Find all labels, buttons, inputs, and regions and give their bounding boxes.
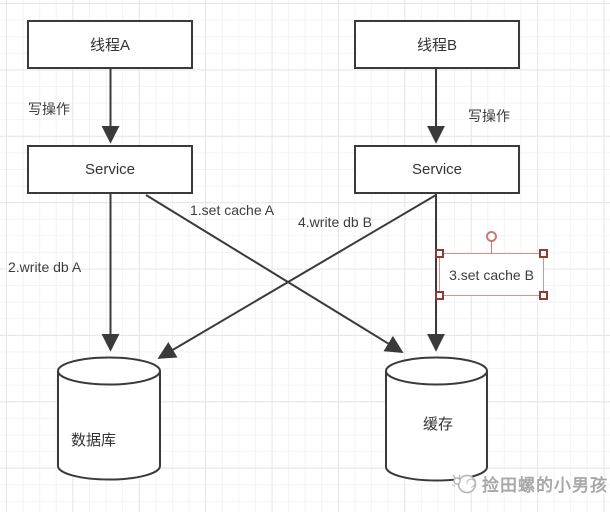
watermark: 捡田螺的小男孩 — [450, 468, 608, 498]
edge-label-set-cache-b[interactable]: 3.set cache B — [449, 266, 534, 283]
shape-database-cylinder[interactable] — [57, 356, 161, 481]
snail-icon — [451, 474, 477, 494]
selection-handle-nw[interactable] — [435, 249, 444, 258]
edge-label-write-op-left[interactable]: 写操作 — [28, 101, 70, 117]
watermark-text: 捡田螺的小男孩 — [482, 475, 608, 495]
node-service-b-label: Service — [411, 161, 463, 178]
selection-handle-sw[interactable] — [435, 291, 444, 300]
node-cache-label: 缓存 — [423, 416, 454, 433]
node-service-b[interactable]: Service — [354, 145, 520, 194]
node-thread-a-label: 线程A — [89, 37, 130, 54]
node-thread-b-label: 线程B — [416, 37, 457, 54]
selection-handle-ne[interactable] — [539, 249, 548, 258]
connector-service-a-cache[interactable] — [145, 194, 404, 353]
edge-label-set-cache-a[interactable]: 1.set cache A — [190, 202, 275, 218]
connector-service-b-database[interactable] — [157, 194, 437, 359]
selection-handle-se[interactable] — [539, 291, 548, 300]
edge-label-write-op-right[interactable]: 写操作 — [468, 108, 510, 124]
node-database-label: 数据库 — [71, 432, 117, 449]
rotation-stem — [491, 242, 492, 254]
node-thread-a[interactable]: 线程A — [27, 20, 193, 69]
node-thread-b[interactable]: 线程B — [354, 20, 520, 69]
node-service-a[interactable]: Service — [27, 145, 193, 194]
shape-cache-cylinder[interactable] — [385, 356, 488, 482]
edge-label-write-db-a[interactable]: 2.write db A — [8, 259, 82, 275]
edge-label-write-db-b[interactable]: 4.write db B — [298, 214, 372, 230]
rotation-handle[interactable] — [485, 231, 497, 242]
selection-box[interactable]: 3.set cache B — [435, 231, 548, 300]
node-service-a-label: Service — [84, 161, 136, 178]
